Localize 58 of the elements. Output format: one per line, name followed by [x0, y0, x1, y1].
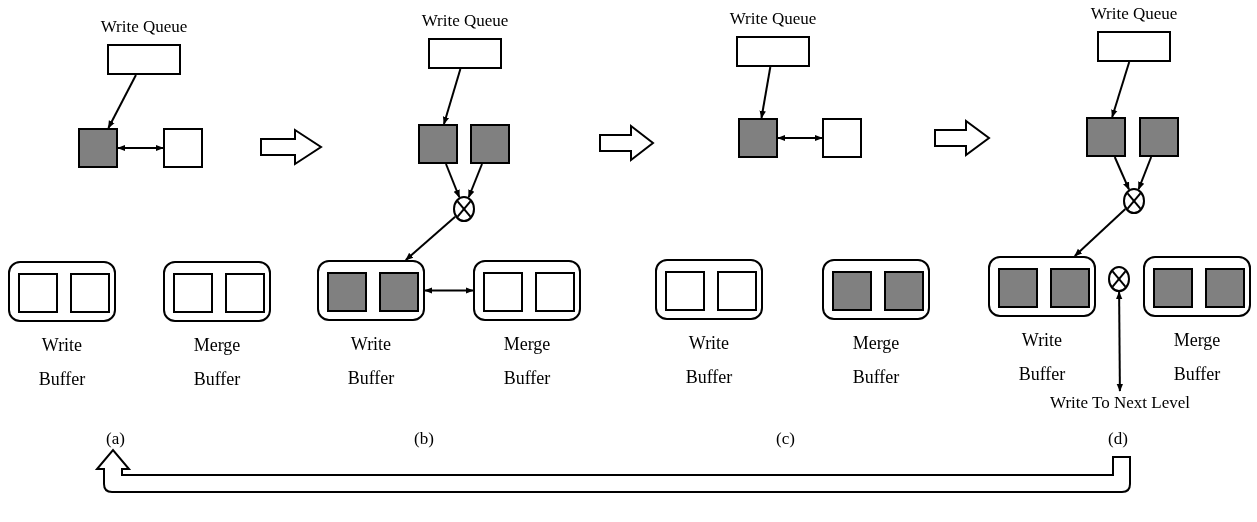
buffer-label: Write Buffer: [346, 333, 396, 390]
block-square: [998, 268, 1038, 308]
block-square: [1205, 268, 1245, 308]
arrow: [777, 134, 823, 142]
arrow: [759, 66, 772, 119]
merge-circle: [453, 196, 475, 222]
block-square: [535, 272, 575, 312]
block-square: [379, 272, 419, 312]
queue-label: Write Queue: [100, 16, 188, 38]
level-label: Write To Next Level: [1050, 392, 1190, 414]
block-square: [418, 124, 458, 164]
arrow: [107, 74, 137, 129]
block-square: [483, 272, 523, 312]
merge-circle: [1108, 266, 1130, 292]
block-square: [18, 273, 58, 313]
block-square: [173, 273, 213, 313]
queue-label: Write Queue: [1090, 3, 1178, 25]
panel-label: (b): [414, 428, 434, 450]
arrow: [445, 163, 461, 199]
block-square: [832, 271, 872, 311]
arrow: [1111, 61, 1131, 118]
block-square: [738, 118, 778, 158]
merge-circle: [1123, 188, 1145, 214]
block-square: [1139, 117, 1179, 157]
panel-label: (a): [106, 428, 125, 450]
block-square: [70, 273, 110, 313]
panel-label: (d): [1108, 428, 1128, 450]
buffer-label: Write Buffer: [684, 332, 734, 389]
arrow: [1115, 291, 1124, 392]
block-square: [1153, 268, 1193, 308]
arrow: [442, 68, 462, 125]
block-square: [1050, 268, 1090, 308]
block-square: [822, 118, 862, 158]
panel-label: (c): [776, 428, 795, 450]
arrow: [467, 163, 483, 199]
queue-label: Write Queue: [421, 10, 509, 32]
block-square: [665, 271, 705, 311]
block-square: [884, 271, 924, 311]
arrow: [1073, 208, 1127, 257]
block-square: [225, 273, 265, 313]
arrow: [404, 215, 457, 261]
arrow: [117, 144, 164, 152]
arrow: [424, 287, 474, 294]
block-square: [78, 128, 118, 168]
block-square: [717, 271, 757, 311]
queue-label: Write Queue: [729, 8, 817, 30]
block-square: [1086, 117, 1126, 157]
arrow: [1137, 156, 1153, 191]
buffer-label: Merge Buffer: [502, 333, 552, 390]
block-square: [470, 124, 510, 164]
buffer-label: Merge Buffer: [1172, 329, 1222, 386]
buffer-label: Write Buffer: [1017, 329, 1067, 386]
block-square: [163, 128, 203, 168]
buffer-label: Merge Buffer: [192, 334, 242, 391]
block-square: [327, 272, 367, 312]
arrow: [1113, 156, 1130, 191]
buffer-label: Merge Buffer: [851, 332, 901, 389]
buffer-label: Write Buffer: [37, 334, 87, 391]
